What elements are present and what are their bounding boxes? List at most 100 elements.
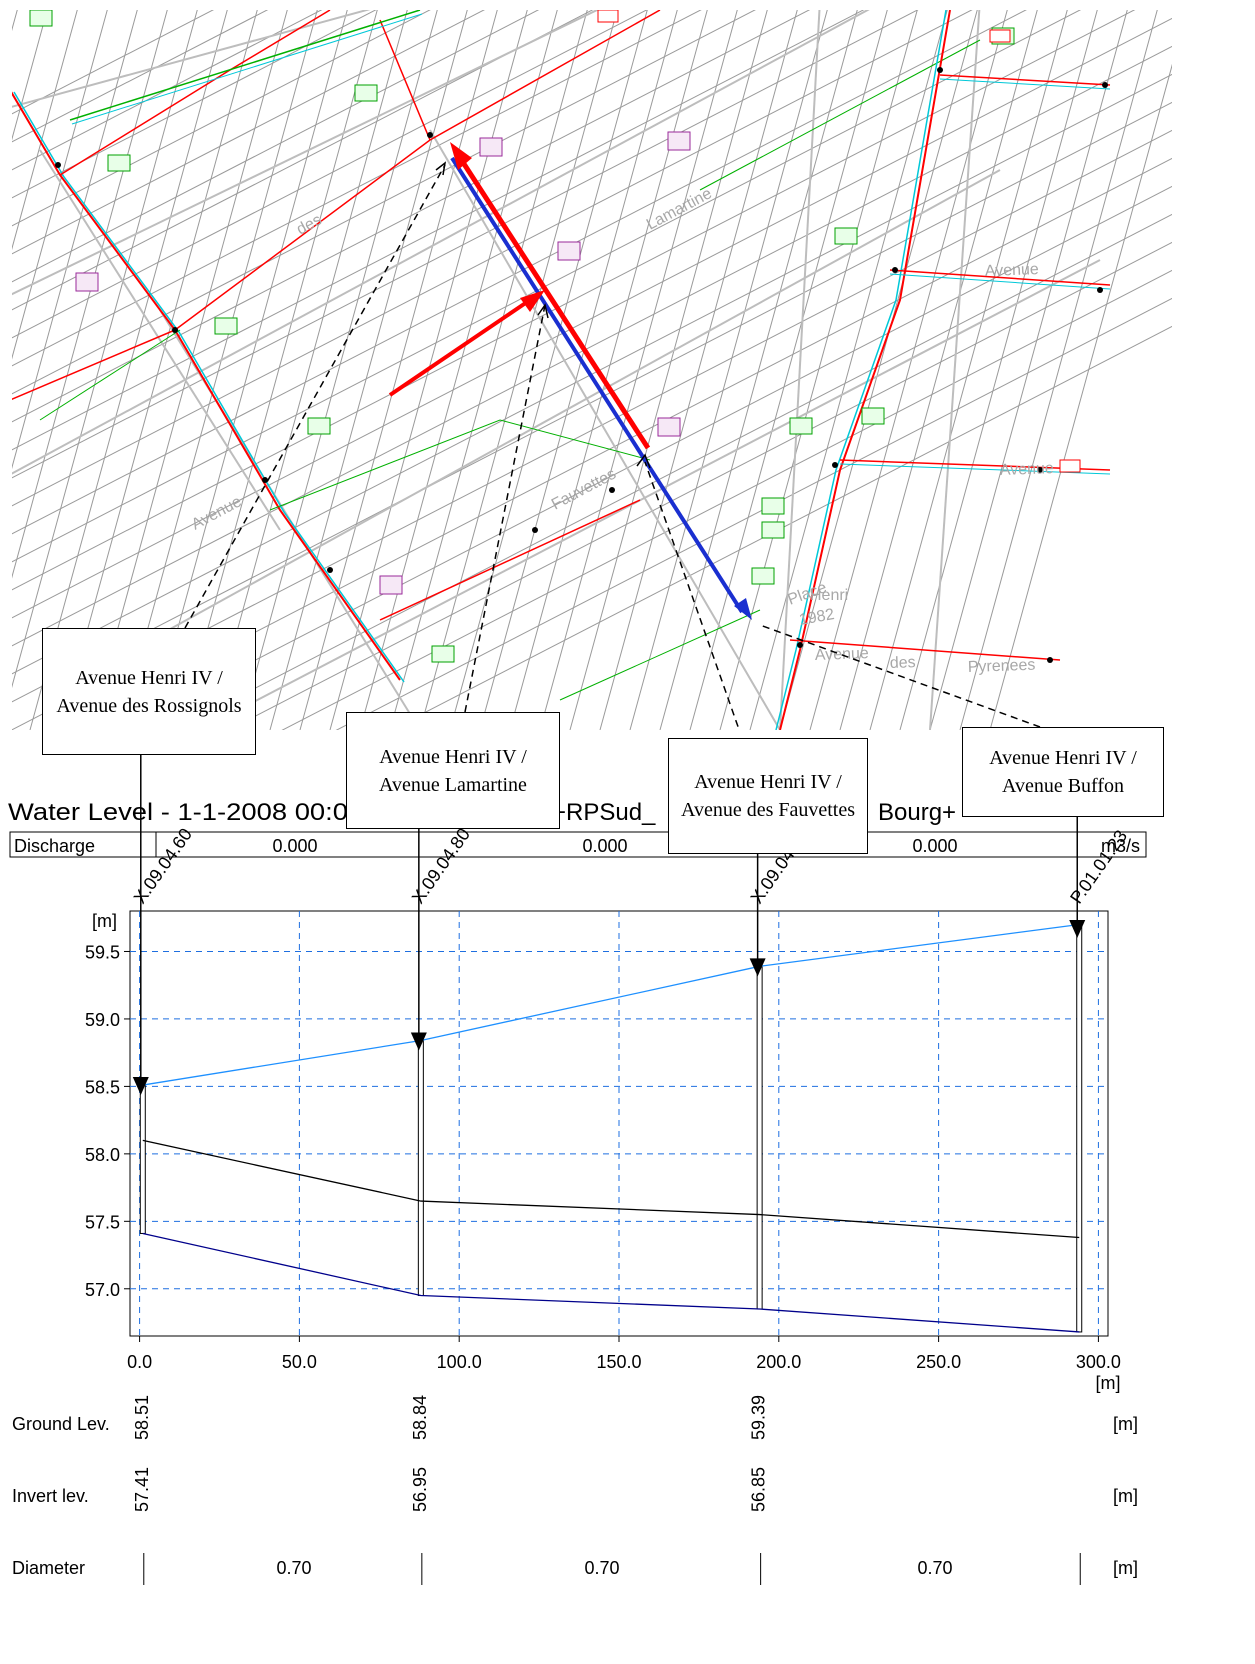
- manhole-tag: [761, 497, 785, 515]
- street-label: Pyrenees: [968, 657, 1036, 676]
- x-tick-label: 300.0: [1076, 1352, 1121, 1372]
- y-axis-unit: [m]: [92, 911, 117, 931]
- profile-series: [139, 923, 1083, 1333]
- pipe-network: [12, 10, 1111, 730]
- y-tick-label: 57.5: [85, 1212, 120, 1232]
- discharge-value: 0.000: [582, 836, 627, 856]
- callout-arrowhead: [410, 1032, 427, 1051]
- callout-arrowhead: [132, 1077, 149, 1096]
- leader-lines: [184, 164, 1041, 730]
- parcel-lines: [12, 10, 1172, 730]
- ground-level-label: Ground Lev.: [12, 1414, 110, 1434]
- ground-level-line: [142, 923, 1080, 1086]
- y-tick-label: 58.0: [85, 1145, 120, 1165]
- manhole-tag: [751, 567, 775, 585]
- node-tag: [379, 575, 403, 595]
- manhole-shaft: [139, 1084, 146, 1234]
- manhole-dot: [1102, 82, 1108, 88]
- manhole-shaft: [417, 1040, 424, 1297]
- invert-level-unit: [m]: [1113, 1486, 1138, 1506]
- street-label: Avenue: [1000, 460, 1055, 479]
- profile-title-mid: +RPSud_: [552, 799, 656, 826]
- node-tag: [989, 29, 1011, 43]
- ground-level-value: 58.84: [410, 1395, 430, 1440]
- profile-title-right: Bourg+: [878, 799, 956, 826]
- street-label: Avenue: [985, 261, 1040, 280]
- diameter-value: 0.70: [276, 1558, 311, 1578]
- street-label: 1982: [798, 606, 836, 629]
- node-name: P.01.01.23: [1066, 826, 1131, 907]
- invert-level-value: 57.41: [132, 1467, 152, 1512]
- diameter-value: 0.70: [917, 1558, 952, 1578]
- invert-level-label: Invert lev.: [12, 1486, 89, 1506]
- manhole-tag: [107, 154, 131, 172]
- manhole-shaft: [756, 965, 763, 1310]
- y-tick-label: 59.5: [85, 942, 120, 962]
- manhole-dot: [262, 477, 268, 483]
- diameter-unit: [m]: [1113, 1558, 1138, 1578]
- discharge-label: Discharge: [14, 836, 95, 856]
- x-tick-label: 200.0: [756, 1352, 801, 1372]
- manhole-dot: [172, 327, 178, 333]
- node-tag: [479, 137, 503, 157]
- discharge-value: 0.000: [912, 836, 957, 856]
- x-axis-unit: [m]: [1096, 1373, 1121, 1393]
- callout-buffon: Avenue Henri IV / Avenue Buffon: [962, 727, 1164, 817]
- callout-text: Avenue Henri IV / Avenue des Fauvettes: [680, 771, 856, 821]
- ground-level-value: 59.39: [749, 1395, 769, 1440]
- discharge-unit: m3/s: [1101, 836, 1140, 856]
- node-tag: [75, 272, 99, 292]
- network-map: LamartineAvenueAvenuedesAvenueFauvettesP…: [12, 10, 1172, 730]
- y-axis-ticks: 57.0 57.5 58.0 58.5 59.0 59.5: [85, 942, 130, 1300]
- invert-level-line: [142, 1232, 1080, 1333]
- invert-level-value: 56.85: [749, 1467, 769, 1512]
- leader-heads: [435, 161, 651, 469]
- manhole-dot: [55, 162, 61, 168]
- manhole-dot: [1047, 657, 1053, 663]
- manhole-tag: [834, 227, 858, 245]
- node-tag: [1059, 459, 1081, 473]
- grid: [130, 911, 1108, 1336]
- node-labels: [29, 10, 1108, 671]
- street-label: Henri: [810, 587, 848, 604]
- profile-title-left: Water Level - 1-1-2008 00:0: [8, 799, 348, 826]
- manhole-tag: [431, 645, 455, 663]
- ground-level-unit: [m]: [1113, 1414, 1138, 1434]
- ground-level-value: 58.51: [132, 1395, 152, 1440]
- diameter-label: Diameter: [12, 1558, 85, 1578]
- manhole-tag: [214, 317, 238, 335]
- x-tick-label: 50.0: [282, 1352, 317, 1372]
- node-name: X.09.04.60: [130, 824, 196, 907]
- manhole-dot: [832, 462, 838, 468]
- manhole-dot: [892, 267, 898, 273]
- invert-level-value: 56.95: [410, 1467, 430, 1512]
- discharge-value: 0.000: [272, 836, 317, 856]
- invert-level-row: Invert lev. [m]: [12, 1486, 1138, 1506]
- manhole-tag: [29, 10, 53, 27]
- node-tag: [657, 417, 681, 437]
- ground-level-row: Ground Lev. [m]: [12, 1414, 1138, 1434]
- street-label: des: [890, 654, 916, 672]
- callout-text: Avenue Henri IV / Avenue des Rossignols: [56, 666, 242, 717]
- y-tick-label: 57.0: [85, 1280, 120, 1300]
- callout-text: Avenue Henri IV / Avenue Buffon: [989, 747, 1137, 797]
- y-tick-label: 59.0: [85, 1010, 120, 1030]
- callout-fauvettes: Avenue Henri IV / Avenue des Fauvettes: [668, 738, 868, 854]
- callout-rossignols: Avenue Henri IV / Avenue des Rossignols: [42, 628, 256, 755]
- manhole-tag: [354, 84, 378, 102]
- manhole-tag: [861, 407, 885, 425]
- node-tag: [597, 10, 619, 23]
- callout-text: Avenue Henri IV / Avenue Lamartine: [379, 745, 527, 796]
- manhole-tag: [761, 521, 785, 539]
- manhole-tag: [789, 417, 813, 435]
- callout-lamartine: Avenue Henri IV / Avenue Lamartine: [346, 712, 560, 829]
- x-tick-label: 150.0: [596, 1352, 641, 1372]
- node-tag: [557, 241, 581, 261]
- y-tick-label: 58.5: [85, 1077, 120, 1097]
- diameter-value: 0.70: [584, 1558, 619, 1578]
- manhole-dot: [609, 487, 615, 493]
- manhole-shaft: [1076, 923, 1083, 1333]
